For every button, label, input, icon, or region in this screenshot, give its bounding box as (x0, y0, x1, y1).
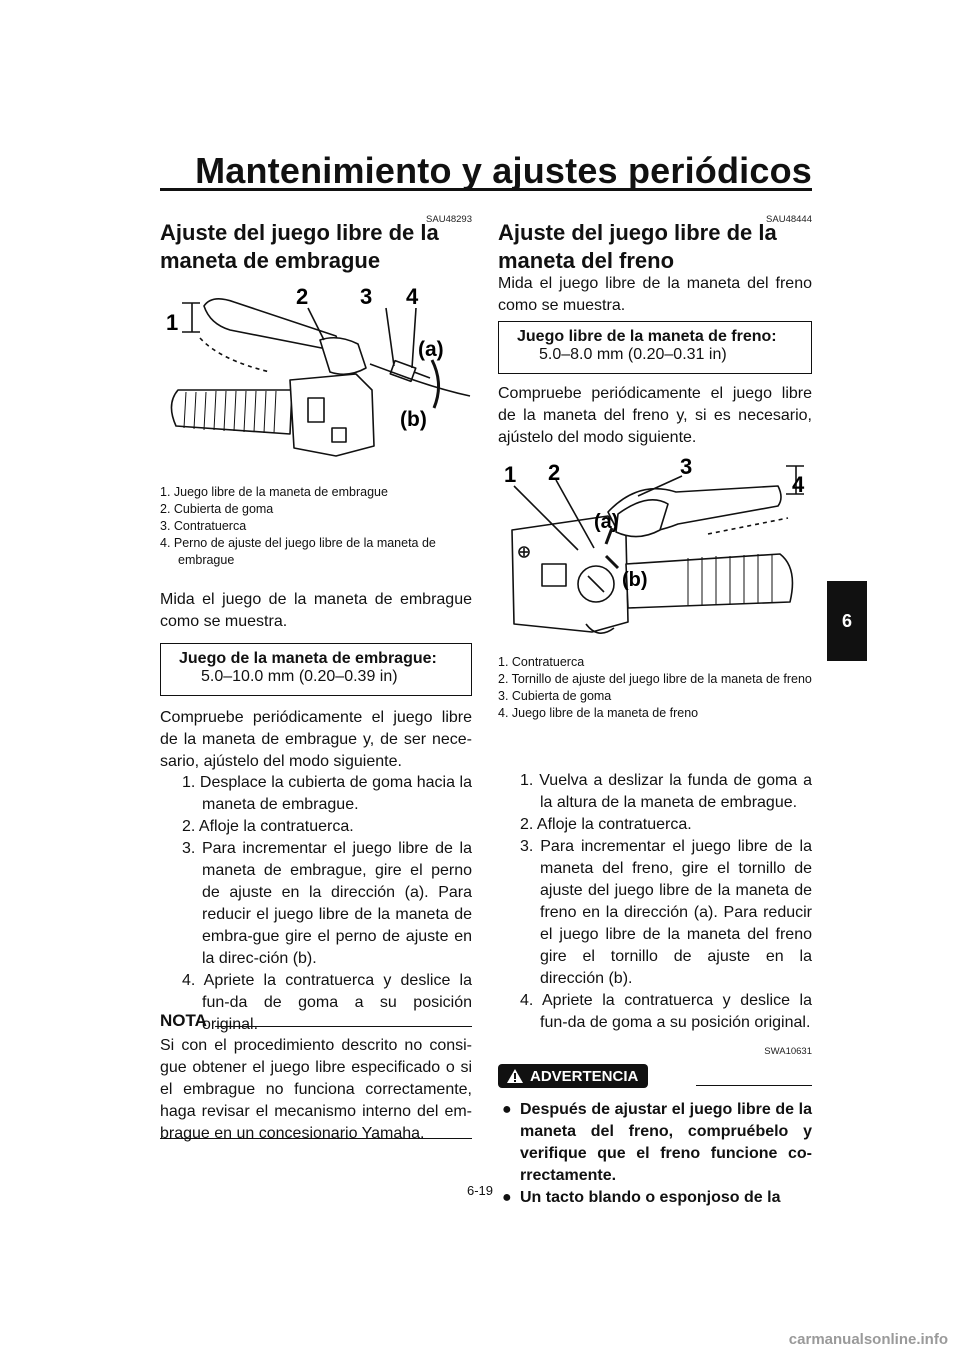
spec-box: Juego de la maneta de embrague: 5.0–10.0… (160, 643, 472, 696)
figure-caption: 1. Juego libre de la maneta de embrague … (160, 484, 472, 569)
warning-text: Un tacto blando o esponjoso de la (520, 1189, 781, 1206)
page-title: Mantenimiento y ajustes periódicos (195, 150, 812, 191)
caption-item: 4. Juego libre de la maneta de freno (498, 706, 699, 720)
fig-label: (b) (622, 569, 648, 591)
spec-title: Juego de la maneta de embrague: (179, 650, 437, 667)
step-item: 3. Para incrementar el juego libre de la… (182, 840, 472, 967)
nota-header: NOTA (160, 1011, 472, 1031)
fig-label: 1 (504, 462, 516, 487)
caption-item: 2. Cubierta de goma (160, 502, 274, 516)
warning-header: ADVERTENCIA (498, 1064, 812, 1088)
header-rule (160, 188, 812, 191)
bullet-icon: ● (502, 1101, 512, 1118)
caption-item: 3. Contratuerca (160, 519, 247, 533)
clutch-lever-figure: 1 2 3 4 (a) (b) (166, 284, 471, 457)
section-heading: Ajuste del juego libre de la maneta de e… (160, 219, 472, 275)
fig-label: 2 (296, 284, 308, 309)
caption-item: 1. Juego libre de la maneta de embrague (160, 485, 388, 499)
fig-label: 4 (792, 472, 805, 497)
page-number: 6-19 (466, 1183, 494, 1198)
section-heading: Ajuste del juego libre de la maneta del … (498, 219, 812, 275)
fig-label: 3 (360, 284, 372, 309)
nota-end-rule (160, 1138, 472, 1139)
warning-list: ● Después de ajustar el juego libre de la… (498, 1099, 812, 1209)
caption-item: 2. Tornillo de ajuste del juego libre de… (498, 672, 812, 686)
heading-line: maneta del freno (498, 248, 675, 273)
fig-label: (a) (594, 511, 618, 533)
step-item: 4. Apriete la contratuerca y deslice la … (520, 992, 812, 1031)
brake-lever-figure: 1 2 3 4 (a) (b) (504, 454, 805, 634)
warning-label: ADVERTENCIA (530, 1067, 639, 1085)
intro-text: Mida el juego de la maneta de embrague c… (160, 591, 472, 630)
intro-text: Mida el juego libre de la maneta del fre… (498, 275, 812, 314)
warning-text: Después de ajustar el juego libre de la … (520, 1101, 812, 1184)
warning-item: ● Un tacto blando o esponjoso de la (498, 1187, 812, 1209)
fig-label: (b) (400, 408, 427, 431)
heading-line: Ajuste del juego libre de la (498, 220, 777, 245)
warning-item: ● Después de ajustar el juego libre de la… (498, 1099, 812, 1187)
warning-rule (696, 1085, 812, 1086)
nota-rule (214, 1026, 472, 1027)
step-item: 1. Vuelva a deslizar la funda de goma a … (520, 772, 812, 811)
fig-label: 1 (166, 310, 178, 335)
step-item: 1. Desplace la cubierta de goma hacia la… (182, 774, 472, 813)
spec-value: 5.0–8.0 mm (0.20–0.31 in) (539, 346, 727, 363)
spec-title: Juego libre de la maneta de freno: (517, 328, 777, 345)
section-code: SAU48293 (426, 214, 472, 225)
spec-value: 5.0–10.0 mm (0.20–0.39 in) (201, 668, 398, 685)
fig-label: 3 (680, 454, 692, 479)
figure-caption: 1. Contratuerca 2. Tornillo de ajuste de… (498, 654, 812, 722)
procedure-intro: Compruebe periódicamente el juego libre … (160, 709, 472, 770)
heading-line: maneta de embrague (160, 248, 381, 273)
procedure-steps: 1. Desplace la cubierta de goma hacia la… (160, 772, 472, 1036)
step-item: 3. Para incrementar el juego libre de la… (520, 838, 812, 987)
procedure-steps: 1. Vuelva a deslizar la funda de goma a … (498, 770, 812, 1034)
caption-item: 4. Perno de ajuste del juego libre de la… (160, 536, 436, 567)
step-item: 4. Apriete la contratuerca y deslice la … (182, 972, 472, 1033)
step-item: 2. Afloje la contratuerca. (520, 816, 692, 833)
chapter-tab[interactable]: 6 (827, 581, 867, 661)
nota-text: Si con el procedimiento descrito no cons… (160, 1037, 472, 1142)
warning-code: SWA10631 (764, 1046, 812, 1057)
fig-label: (a) (418, 338, 444, 361)
watermark: carmanualsonline.info (788, 1331, 948, 1348)
warning-triangle-icon (507, 1069, 523, 1083)
fig-label: 4 (406, 284, 419, 309)
step-item: 2. Afloje la contratuerca. (182, 818, 354, 835)
section-code: SAU48444 (766, 214, 812, 225)
procedure-intro: Compruebe periódicamente el juego libre … (498, 385, 812, 446)
caption-item: 1. Contratuerca (498, 655, 585, 669)
bullet-icon: ● (502, 1189, 512, 1206)
warning-badge: ADVERTENCIA (498, 1064, 649, 1088)
fig-label: 2 (548, 460, 560, 485)
nota-label: NOTA (160, 1011, 207, 1030)
caption-item: 3. Cubierta de goma (498, 689, 612, 703)
heading-line: Ajuste del juego libre de la (160, 220, 439, 245)
spec-box: Juego libre de la maneta de freno: 5.0–8… (498, 321, 812, 374)
